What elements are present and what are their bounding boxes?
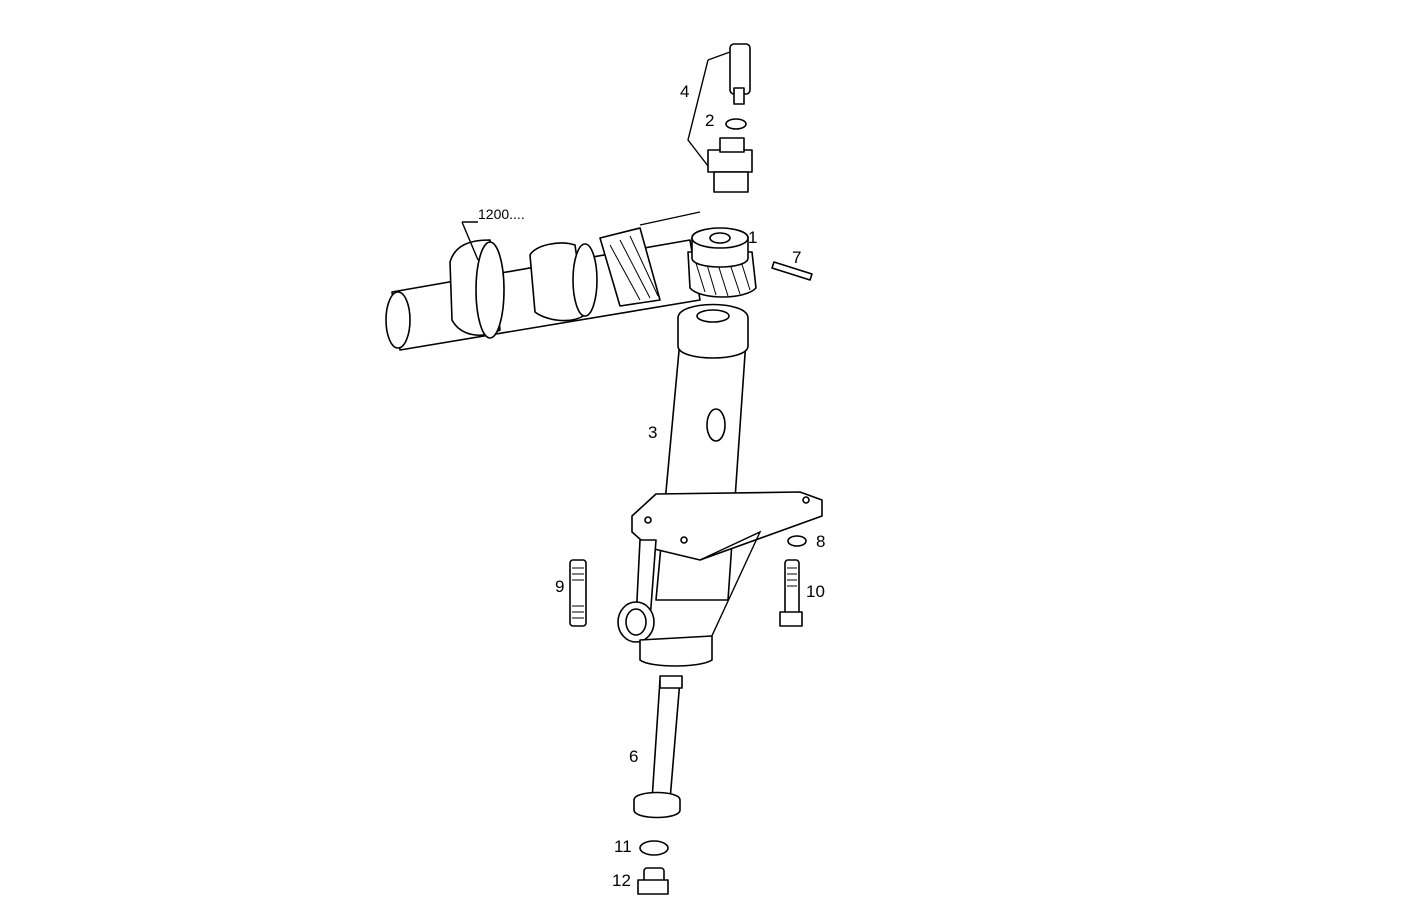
callout-7: 7 bbox=[792, 248, 802, 267]
part-12-plug bbox=[637, 867, 669, 895]
callout-6: 6 bbox=[629, 747, 639, 766]
part-10-bolt bbox=[779, 559, 803, 627]
part-1-gear bbox=[687, 227, 757, 298]
camshaft-1200 bbox=[385, 211, 701, 351]
callout-3: 3 bbox=[648, 423, 658, 442]
ref-label-1200: 1200.... bbox=[478, 206, 525, 222]
callout-1: 1 bbox=[748, 228, 758, 247]
part-9-stud bbox=[569, 559, 587, 627]
callout-12: 12 bbox=[612, 871, 631, 890]
part-11-washer bbox=[639, 840, 669, 856]
callout-10: 10 bbox=[806, 582, 825, 601]
part-4-fitting bbox=[687, 43, 753, 193]
part-6-shaft bbox=[633, 675, 683, 819]
part-8-washer bbox=[787, 535, 807, 547]
callout-2: 2 bbox=[705, 111, 715, 130]
part-7-pin bbox=[771, 261, 813, 281]
callout-8: 8 bbox=[816, 532, 826, 551]
callout-4: 4 bbox=[680, 82, 690, 101]
part-3-housing bbox=[617, 303, 823, 667]
callout-9: 9 bbox=[555, 577, 565, 596]
callout-11: 11 bbox=[614, 837, 632, 856]
